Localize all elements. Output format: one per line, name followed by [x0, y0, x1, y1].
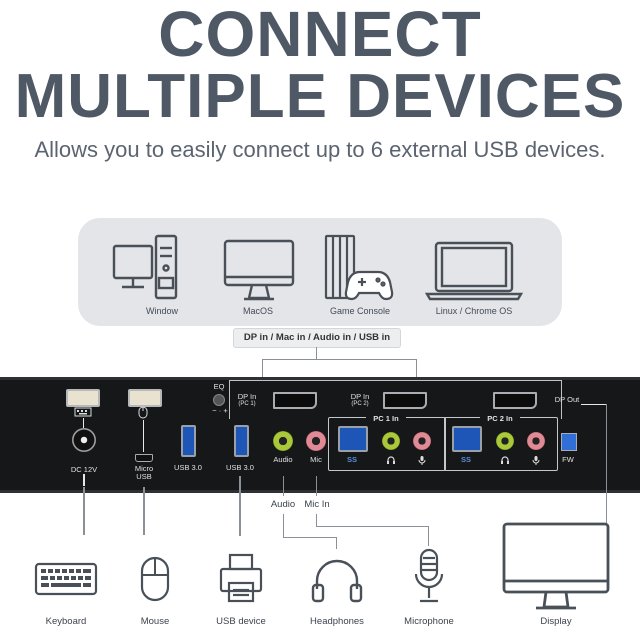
laptop-icon	[424, 241, 524, 301]
dp-out-label: DP Out	[554, 395, 580, 404]
desktop-tower-icon	[112, 234, 178, 300]
kb-line-inner	[83, 474, 85, 486]
display-connector-line	[606, 404, 607, 524]
pc1-usb-b-port	[338, 426, 368, 452]
dp-in-2-port	[383, 392, 427, 409]
audio-line-to-headphones	[336, 537, 337, 549]
mouse-line-inner	[143, 420, 144, 452]
dp-in-1-label: DP In	[237, 392, 257, 401]
mouse-symbol-icon	[138, 406, 148, 419]
pc1-mic-in-jack	[413, 432, 431, 450]
mic-line-right	[316, 526, 429, 527]
micro-usb-port	[135, 454, 153, 462]
mic-drop-line	[316, 476, 317, 496]
peripheral-label-mouse: Mouse	[140, 616, 170, 627]
pc1-in-label: PC 1 In	[366, 415, 406, 423]
dp-in-2-sub: (PC 2)	[351, 401, 369, 407]
peripheral-label-keyboard: Keyboard	[45, 616, 87, 627]
audio-drop-line	[283, 476, 284, 496]
input-types-tag: DP in / Mac in / Audio in / USB in	[233, 328, 401, 348]
keyboard-icon	[34, 562, 98, 596]
monitor-icon	[502, 522, 610, 610]
mic-out-jack	[306, 431, 326, 451]
printer-icon	[219, 553, 263, 603]
keyboard-symbol-icon	[74, 407, 92, 417]
dp-in-2-label: DP In	[350, 392, 370, 401]
keyboard-connector-line	[83, 487, 85, 535]
tag-connector-right	[416, 359, 417, 381]
microphone-icon	[414, 548, 444, 603]
dc-power-jack	[72, 428, 96, 452]
fw-label: FW	[562, 455, 574, 464]
dp-in-1-sub: (PC 1)	[238, 401, 256, 407]
host-label-game-console: Game Console	[329, 306, 391, 316]
pc1-mic-symbol-icon	[418, 456, 426, 465]
usb30-port-1	[181, 425, 196, 457]
kb-line-top	[83, 418, 84, 428]
headphones-icon	[311, 559, 363, 603]
display-line-top	[581, 404, 607, 405]
usb-mouse-port	[128, 389, 162, 407]
tag-connector-stem	[316, 347, 317, 359]
headline-line-1: CONNECT	[158, 0, 482, 70]
usb30-label-1: USB 3.0	[174, 463, 202, 472]
host-label-linux-chrome-os: Linux / Chrome OS	[435, 306, 513, 316]
mic-line-to-microphone	[428, 526, 429, 546]
mic-line-down	[316, 514, 317, 526]
pc2-headphone-symbol-icon	[501, 456, 509, 464]
usb30-port-2	[234, 425, 249, 457]
pc1-audio-in-jack	[382, 432, 400, 450]
eq-label: EQ	[213, 382, 225, 391]
imac-icon	[223, 239, 295, 301]
pc1-superspeed-logo: SS	[346, 455, 357, 464]
mouse-connector-line	[143, 487, 145, 535]
pc2-mic-in-jack	[527, 432, 545, 450]
mouse-icon	[140, 556, 170, 602]
branch-mic-label: Mic In	[304, 499, 330, 510]
dp-in-1-port	[273, 392, 317, 409]
pc2-in-label: PC 2 In	[480, 415, 520, 423]
audio-line-down	[283, 514, 284, 538]
micro-usb-label: Micro USB	[134, 464, 154, 481]
game-console-icon	[324, 234, 394, 301]
eq-knob[interactable]	[213, 394, 225, 406]
dp-input-bracket	[229, 380, 562, 419]
pc2-audio-in-jack	[496, 432, 514, 450]
pc2-superspeed-logo: SS	[460, 455, 471, 464]
peripheral-label-microphone: Microphone	[404, 616, 454, 627]
eq-scale: − · +	[212, 406, 228, 415]
usb30-label-2: USB 3.0	[226, 463, 254, 472]
firmware-switch[interactable]	[561, 433, 577, 451]
peripheral-label-headphones: Headphones	[310, 616, 364, 627]
host-label-macos: MacOS	[242, 306, 273, 316]
usb-device-connector-line	[239, 476, 241, 536]
dc-label: DC 12V	[70, 465, 98, 474]
headline-line-2: MULTIPLE DEVICES	[14, 62, 626, 131]
tag-connector-left	[262, 359, 263, 381]
subtitle: Allows you to easily connect up to 6 ext…	[34, 137, 606, 162]
pc2-usb-b-port	[452, 426, 482, 452]
pc2-mic-symbol-icon	[532, 456, 540, 465]
audio-out-label: Audio	[273, 455, 293, 464]
tag-connector-bar	[262, 359, 417, 360]
audio-out-jack	[273, 431, 293, 451]
usb-keyboard-port	[66, 389, 100, 407]
mic-out-label: Mic	[310, 455, 322, 464]
peripheral-label-display: Display	[540, 616, 572, 627]
host-label-window: Window	[145, 306, 178, 316]
peripheral-label-usb-device: USB device	[216, 616, 266, 627]
pc1-headphone-symbol-icon	[387, 456, 395, 464]
branch-audio-label: Audio	[270, 499, 296, 510]
dp-out-port	[493, 392, 537, 409]
audio-line-right	[283, 537, 337, 538]
